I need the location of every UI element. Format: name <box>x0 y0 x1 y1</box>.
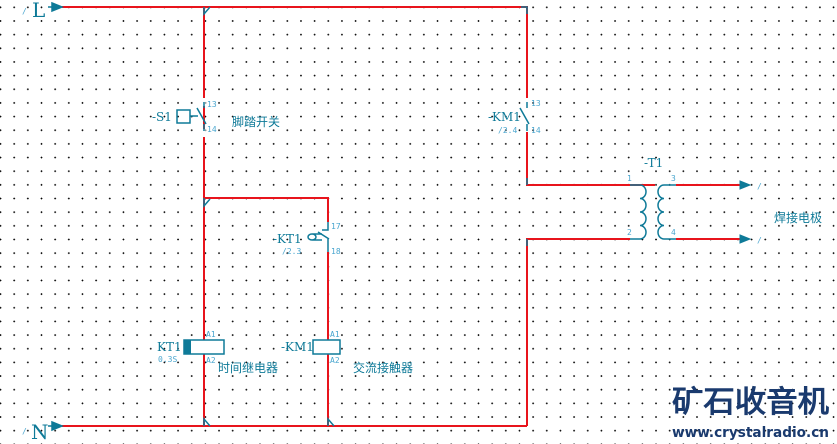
km1-contact-pin-top: 13 <box>531 99 541 108</box>
watermark-title: 矿石收音机 <box>672 385 829 420</box>
t1-tag: -T1 <box>644 156 663 170</box>
kt1-coil-pin-bottom: A2 <box>206 356 216 365</box>
timer-delay-icon <box>307 233 322 241</box>
km1-main-contact[interactable]: -KM1 /2.4 13 14 <box>488 98 541 135</box>
kt1-coil[interactable]: KT1 0.3S A1 A2 时间继电器 <box>157 330 278 375</box>
junction-icon <box>203 198 211 209</box>
s1-foot-switch[interactable]: -S1 13 14 脚踏开关 <box>152 98 280 137</box>
line-label: L <box>32 0 45 22</box>
km1-coil[interactable]: -KM1 A1 A2 交流接触器 <box>281 330 413 375</box>
t1-primary-coil-icon <box>630 184 647 240</box>
wire-branch-kt1 <box>204 197 329 345</box>
output-arrow-icon <box>739 180 752 190</box>
kt1-contact-icon <box>317 222 330 252</box>
junction-icon <box>203 416 211 427</box>
t1-secondary-coil-icon <box>657 184 676 240</box>
kt1-contact-pin-bottom: 18 <box>331 247 341 256</box>
t1-pin-1: 1 <box>627 174 632 183</box>
s1-pin-top: 13 <box>207 100 217 109</box>
km1-contact-ref: /2.4 <box>498 126 517 135</box>
neutral-prefix: / <box>22 427 27 436</box>
neutral-label: N <box>31 420 49 444</box>
watermark-url: www.crystalradio.cn <box>672 425 829 441</box>
km1-coil-pin-bottom: A2 <box>330 356 340 365</box>
t1-pin-2: 2 <box>627 228 632 237</box>
output-arrow-icon <box>739 234 752 244</box>
t1-transformer[interactable]: -T1 1 2 3 4 / / 焊接电极 <box>526 156 822 246</box>
s1-tag: -S1 <box>152 110 172 124</box>
km1-contact-icon <box>519 102 530 131</box>
kt1-contact-tag: -KT1 <box>273 232 302 246</box>
kt1-coil-pin-top: A1 <box>206 330 216 339</box>
watermark: 矿石收音机 www.crystalradio.cn <box>672 385 829 441</box>
s1-contact-icon <box>196 102 207 131</box>
t1-pin-4: 4 <box>671 228 676 237</box>
line-arrow-icon <box>48 1 65 13</box>
t1-pin-3: 3 <box>671 174 676 183</box>
foot-pedal-icon <box>176 109 191 124</box>
output-marker-top: / <box>757 182 762 191</box>
kt1-contact-pin-top: 17 <box>331 222 341 231</box>
kt1-coil-tag: KT1 <box>157 340 182 354</box>
wire-line-top <box>62 6 655 186</box>
km1-coil-description: 交流接触器 <box>353 360 413 375</box>
km1-coil-tag: -KM1 <box>281 340 314 354</box>
output-marker-bottom: / <box>757 236 762 245</box>
junction-icon <box>203 6 211 17</box>
corner-icon <box>521 6 528 14</box>
kt1-timed-contact[interactable]: -KT1 /2.3 17 18 <box>273 222 341 256</box>
km1-contact-tag: -KM1 <box>488 110 521 124</box>
kt1-contact-ref: /2.3 <box>282 247 301 256</box>
s1-description: 脚踏开关 <box>232 114 280 129</box>
km1-contact-pin-bottom: 14 <box>531 126 541 135</box>
line-terminal: / L <box>22 0 65 22</box>
t1-description: 焊接电极 <box>774 210 822 225</box>
junction-icon <box>327 416 335 427</box>
wires <box>62 6 745 427</box>
s1-pin-bottom: 14 <box>207 125 217 134</box>
km1-coil-icon <box>312 339 341 355</box>
kt1-coil-value: 0.3S <box>158 355 177 364</box>
line-prefix: / <box>22 7 27 16</box>
neutral-terminal: / N <box>22 420 65 444</box>
kt1-coil-description: 时间继电器 <box>218 361 278 375</box>
neutral-arrow-icon <box>48 420 65 432</box>
km1-coil-pin-top: A1 <box>330 330 340 339</box>
wire-t1-primary-bottom <box>526 238 630 426</box>
